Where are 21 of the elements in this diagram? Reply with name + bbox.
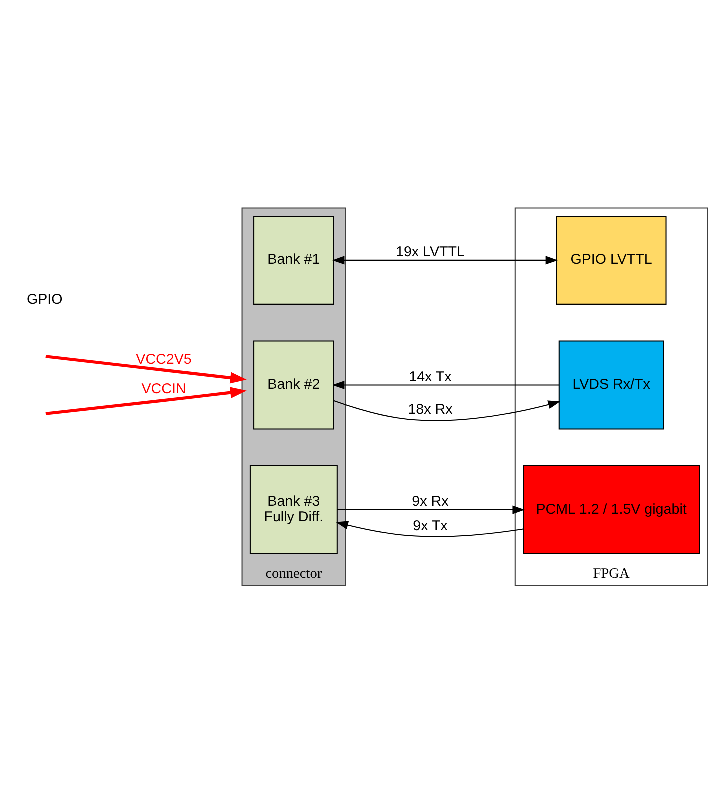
edge-label: 9x Tx <box>413 518 448 535</box>
edge-label: VCCIN <box>142 382 186 398</box>
edge-label: 9x Rx <box>412 494 449 510</box>
node-box: PCML 1.2 / 1.5V gigabit <box>523 466 700 555</box>
arrow <box>332 256 558 265</box>
node-box: Bank #1 <box>254 216 334 305</box>
edge-label: VCC2V5 <box>136 352 192 368</box>
edge-label: 19x LVTTL <box>396 244 465 261</box>
arrow <box>334 400 561 422</box>
label: GPIO <box>26 292 63 308</box>
arrow <box>332 380 560 390</box>
edge-label: 18x Rx <box>408 402 453 418</box>
arrow <box>336 521 524 538</box>
node-box: GPIO LVTTL <box>556 216 667 305</box>
arrow <box>338 506 526 514</box>
node-box: Bank #2 <box>254 340 334 430</box>
arrow <box>46 355 247 384</box>
node-box: LVDS Rx/Tx <box>558 340 664 430</box>
arrow <box>46 387 247 416</box>
node-box: Bank #3 Fully Diff. <box>250 466 338 555</box>
edge-label: 14x Tx <box>409 369 452 386</box>
